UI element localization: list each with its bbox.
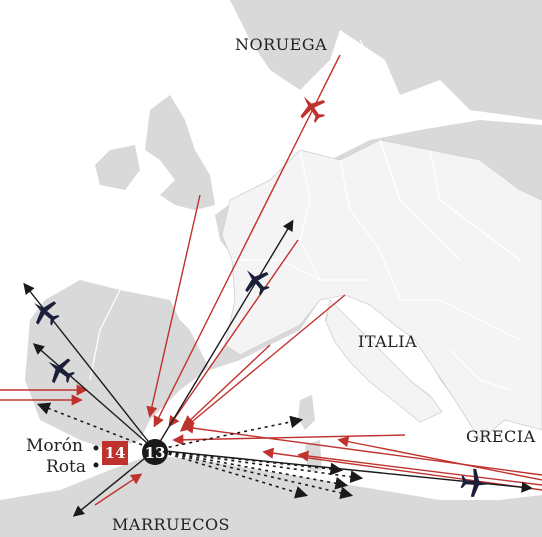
red-airplane-icon [300,96,326,123]
hub-badge-number: 13 [145,444,166,462]
label-italy: ITALIA [358,332,417,351]
country-borders [89,39,521,391]
hub-badge: 13 [142,439,168,465]
rota-dot [93,462,99,468]
badge-moron-rota-number: 14 [105,444,126,462]
label-greece: GRECIA [466,427,536,446]
dotted-routes [37,402,364,500]
airplane-icon [460,468,489,497]
label-moron: Morón [26,436,83,456]
label-norway: NORUEGA [235,35,327,54]
label-rota: Rota [46,457,86,477]
airplane-icon [245,270,270,296]
label-morocco: MARRUECOS [112,515,230,534]
red-routes [0,54,542,506]
airplane-icon [48,358,75,384]
land-focus [221,139,542,441]
badge-moron-rota: 14 [102,441,128,465]
airplane-icon [34,301,60,326]
moron-dot [93,445,99,451]
